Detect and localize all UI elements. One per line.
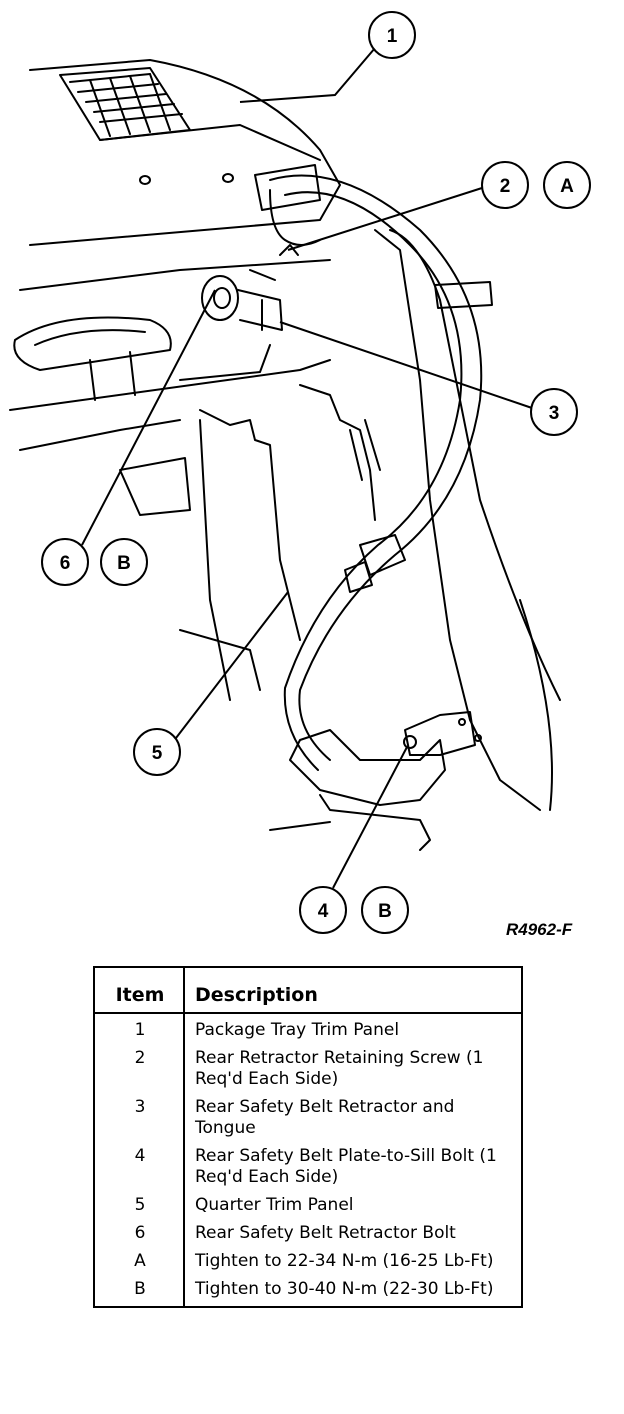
- callout-label: B: [117, 553, 131, 574]
- legend-description: Quarter Trim Panel: [195, 1195, 354, 1215]
- callout-2: 2: [481, 161, 529, 209]
- sill-plate: [403, 711, 482, 756]
- legend-row: B Tighten to 30-40 N-m (22-30 Lb-Ft): [94, 1278, 522, 1307]
- legend-row: 1 Package Tray Trim Panel: [94, 1013, 522, 1047]
- retractor-assembly: [179, 244, 299, 381]
- legend-item: 3: [94, 1096, 185, 1145]
- legend-row: 6 Rear Safety Belt Retractor Bolt: [94, 1222, 522, 1250]
- legend-item: B: [94, 1278, 185, 1307]
- legend-description: Tighten to 22-34 N-m (16-25 Lb-Ft): [195, 1251, 494, 1271]
- legend-row: 5 Quarter Trim Panel: [94, 1194, 522, 1222]
- callout-label: B: [378, 901, 392, 922]
- legend-description: Rear Safety Belt Retractor Bolt: [195, 1223, 456, 1243]
- legend-item: 6: [94, 1222, 185, 1250]
- callout-label: 3: [549, 403, 560, 424]
- figure-id: R4962-F: [506, 920, 573, 939]
- callout-1: 1: [368, 11, 416, 59]
- callout-circle: [299, 886, 347, 934]
- legend-description: Rear Safety Belt Retractor and Tongue: [195, 1097, 455, 1138]
- callout-circle: [41, 538, 89, 586]
- quarter-trim-panel: [179, 229, 561, 851]
- legend-row: A Tighten to 22-34 N-m (16-25 Lb-Ft): [94, 1250, 522, 1278]
- legend-item: 4: [94, 1145, 185, 1194]
- callout-label: 5: [152, 743, 163, 764]
- rear-seat-area: [9, 259, 331, 516]
- callout-5: 5: [133, 728, 181, 776]
- legend-description: Rear Retractor Retaining Screw (1 Req'd …: [195, 1048, 484, 1089]
- seat-belt-webbing: [254, 164, 493, 771]
- callout-circle: [481, 161, 529, 209]
- legend-header-item: Item: [94, 967, 185, 1014]
- legend-item: 5: [94, 1194, 185, 1222]
- callout-a: A: [543, 161, 591, 209]
- callout-label: 4: [318, 901, 329, 922]
- legend-item: A: [94, 1250, 185, 1278]
- callout-b: B: [100, 538, 148, 586]
- legend-item: 1: [94, 1013, 185, 1047]
- callout-circle: [368, 11, 416, 59]
- leader-lines: [81, 47, 533, 889]
- legend-description: Package Tray Trim Panel: [195, 1020, 400, 1040]
- callout-circle: [543, 161, 591, 209]
- callout-4: 4: [299, 886, 347, 934]
- legend-item: 2: [94, 1047, 185, 1096]
- legend-description: Rear Safety Belt Plate-to-Sill Bolt (1 R…: [195, 1146, 497, 1187]
- package-tray-trim-panel: [29, 59, 341, 246]
- callout-label: 6: [60, 553, 71, 574]
- callout-label: 1: [387, 26, 398, 47]
- callout-circle: [133, 728, 181, 776]
- callout-b: B: [361, 886, 409, 934]
- legend-description: Tighten to 30-40 N-m (22-30 Lb-Ft): [195, 1279, 494, 1299]
- legend-header-description: Description: [184, 967, 522, 1014]
- callout-circle: [530, 388, 578, 436]
- legend-header-row: Item Description: [94, 967, 522, 1014]
- legend-table: Item Description 1 Package Tray Trim Pane…: [93, 966, 523, 1308]
- callout-circle: [100, 538, 148, 586]
- callout-circle: [361, 886, 409, 934]
- callout-label: A: [560, 176, 574, 197]
- callout-3: 3: [530, 388, 578, 436]
- callout-6: 6: [41, 538, 89, 586]
- callout-label: 2: [500, 176, 511, 197]
